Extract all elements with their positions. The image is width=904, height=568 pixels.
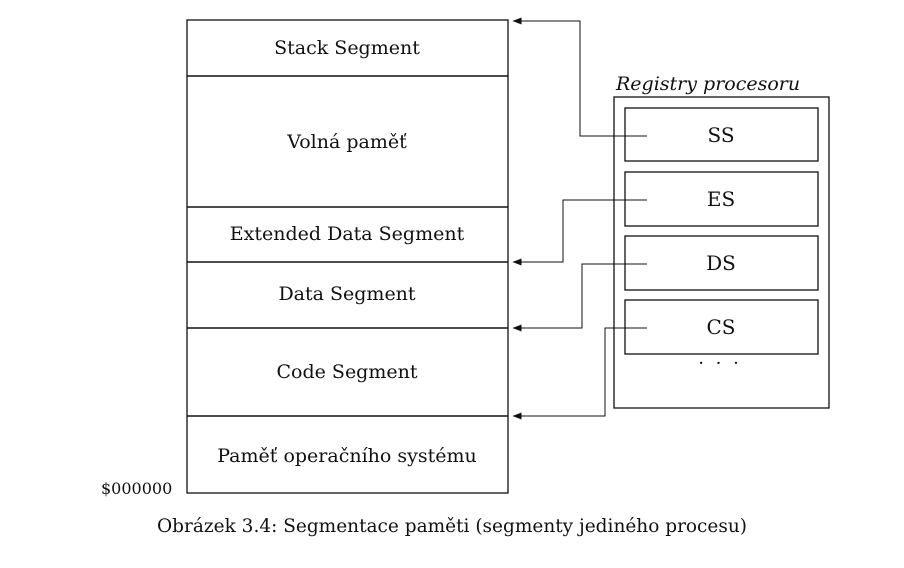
register-box-ss xyxy=(624,107,819,162)
figure-caption: Obrázek 3.4: Segmentace paměti (segmenty… xyxy=(157,516,747,537)
register-labels: SS ES DS CS xyxy=(706,123,736,339)
register-label-ss: SS xyxy=(707,123,734,147)
segment-label-code: Code Segment xyxy=(277,361,418,383)
memory-column xyxy=(186,19,509,494)
pointer-es xyxy=(512,199,647,266)
segmentation-diagram: Stack Segment Volná paměť Extended Data … xyxy=(101,17,830,498)
segment-label-os-memory: Paměť operačního systému xyxy=(217,445,477,467)
pointer-ds xyxy=(512,263,647,332)
register-box-ds xyxy=(624,235,819,291)
register-pointers xyxy=(512,17,647,420)
memory-outline xyxy=(186,19,509,494)
register-boxes xyxy=(624,107,819,355)
register-box-cs xyxy=(624,299,819,355)
more-registers-ellipsis: · · · xyxy=(698,353,742,374)
segment-label-free-memory: Volná paměť xyxy=(286,131,407,153)
segment-label-data: Data Segment xyxy=(278,283,415,305)
register-label-ds: DS xyxy=(706,251,736,275)
segment-label-extended-data: Extended Data Segment xyxy=(230,223,465,245)
memory-segment-labels: Stack Segment Volná paměť Extended Data … xyxy=(217,37,477,467)
register-label-es: ES xyxy=(707,187,735,211)
register-label-cs: CS xyxy=(706,315,735,339)
registers-panel-title: Registry procesoru xyxy=(615,73,800,95)
segment-label-stack: Stack Segment xyxy=(274,37,420,59)
base-address-label: $000000 xyxy=(101,479,172,498)
registers-panel xyxy=(613,96,830,409)
pointer-cs xyxy=(512,327,647,420)
register-box-es xyxy=(624,171,819,227)
pointer-ss xyxy=(512,17,647,137)
